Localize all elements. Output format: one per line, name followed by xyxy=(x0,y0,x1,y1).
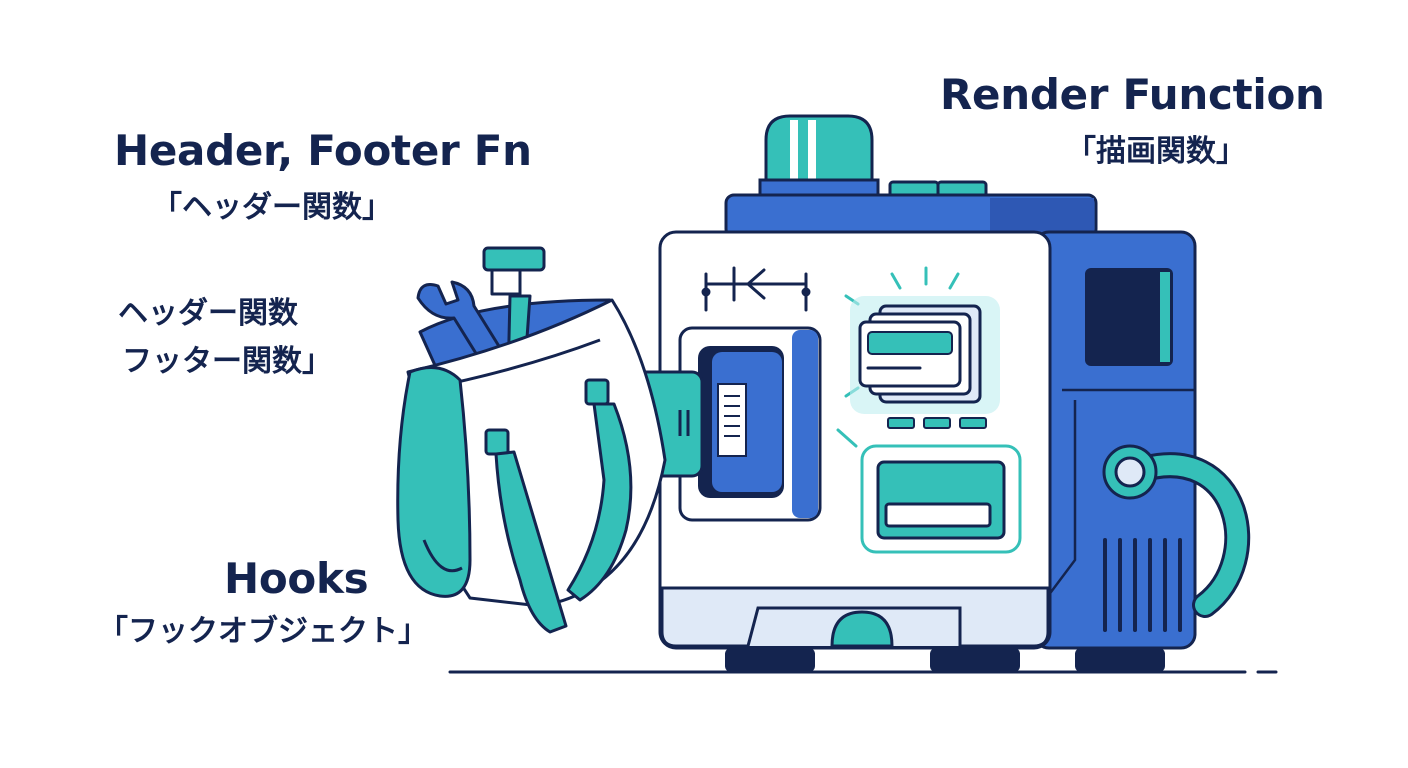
tool-bag-icon xyxy=(396,246,667,634)
render-function-title: Render Function xyxy=(940,70,1325,119)
header-function-label: ヘッダー関数 xyxy=(118,296,298,331)
header-footer-subtitle: 「ヘッダー関数」 xyxy=(152,190,392,225)
display-screen-icon xyxy=(836,266,1000,448)
footer-function-label: フッター関数」 xyxy=(122,344,332,379)
machine-wheels xyxy=(725,648,1165,672)
hooks-subtitle: 「フックオブジェクト」 xyxy=(98,614,428,649)
hooks-title: Hooks xyxy=(224,554,369,603)
machine-top-cap xyxy=(758,114,988,202)
render-function-subtitle: 「描画関数」 xyxy=(1066,134,1246,169)
output-panel xyxy=(860,444,1022,554)
hose-icon xyxy=(1102,444,1251,618)
machine-right-housing xyxy=(1033,230,1197,650)
header-footer-title: Header, Footer Fn xyxy=(114,126,532,175)
input-arrow-icon xyxy=(701,266,811,312)
